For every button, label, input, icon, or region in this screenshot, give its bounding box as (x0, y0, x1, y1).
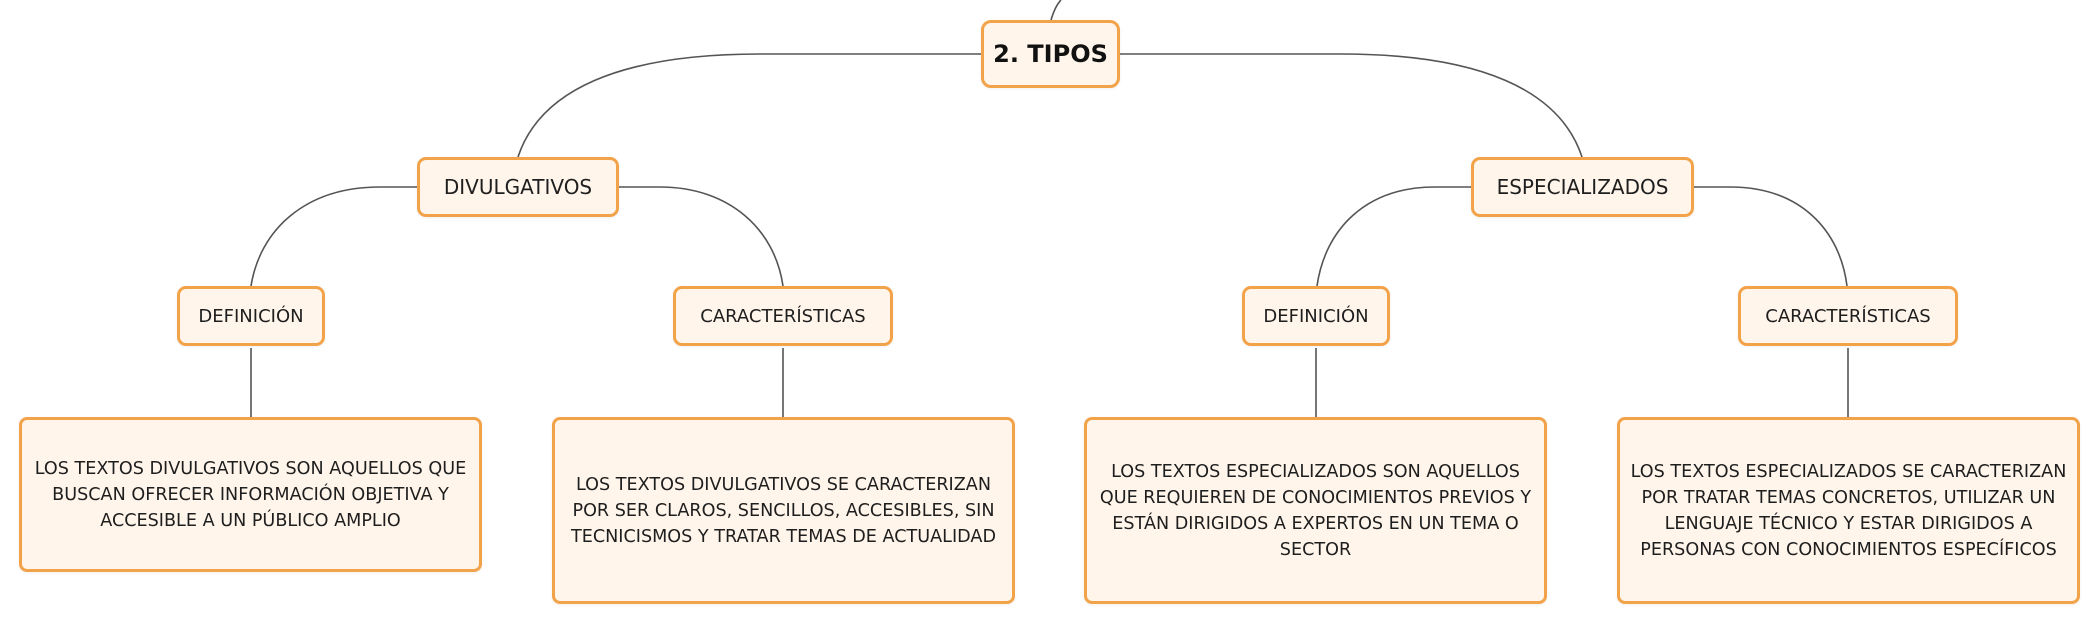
definition-text: LOS TEXTOS ESPECIALIZADOS SON AQUELLOS Q… (1099, 461, 1532, 560)
branch-node-divulgativos[interactable]: DIVULGATIVOS (417, 157, 619, 217)
branch-node-label: DIVULGATIVOS (443, 175, 593, 199)
root-node[interactable]: 2. TIPOS (981, 20, 1120, 88)
branch-node-label: ESPECIALIZADOS (1496, 175, 1669, 199)
especializados-definicion-text-box[interactable]: LOS TEXTOS ESPECIALIZADOS SON AQUELLOS Q… (1084, 417, 1547, 604)
divulgativos-definicion-text-box[interactable]: LOS TEXTOS DIVULGATIVOS SON AQUELLOS QUE… (19, 417, 482, 572)
connector-especializados-to-caracteristicas (1694, 186, 1848, 287)
caracteristicas-label: CARACTERÍSTICAS (700, 305, 866, 327)
divulgativos-caracteristicas-text-box[interactable]: LOS TEXTOS DIVULGATIVOS SE CARACTERIZAN … (552, 417, 1015, 604)
especializados-definicion-node[interactable]: DEFINICIÓN (1242, 286, 1390, 346)
divulgativos-definicion-node[interactable]: DEFINICIÓN (177, 286, 325, 346)
branch-node-especializados[interactable]: ESPECIALIZADOS (1471, 157, 1694, 217)
connector-root-to-divulgativos (517, 53, 981, 158)
caracteristicas-label: CARACTERÍSTICAS (1765, 305, 1931, 327)
definition-text: LOS TEXTOS DIVULGATIVOS SON AQUELLOS QUE… (34, 458, 467, 531)
connector-especializados-to-definicion (1316, 186, 1471, 287)
connector-divulgativos-to-definicion (250, 186, 417, 287)
definicion-label: DEFINICIÓN (1263, 305, 1369, 327)
divulgativos-caracteristicas-node[interactable]: CARACTERÍSTICAS (673, 286, 893, 346)
definicion-label: DEFINICIÓN (198, 305, 304, 327)
especializados-caracteristicas-node[interactable]: CARACTERÍSTICAS (1738, 286, 1958, 346)
connector-divulgativos-to-caracteristicas (619, 186, 784, 287)
connector-root-incoming (1050, 0, 1062, 21)
characteristics-text: LOS TEXTOS DIVULGATIVOS SE CARACTERIZAN … (570, 474, 996, 547)
connector-root-to-especializados (1120, 53, 1583, 158)
root-node-label: 2. TIPOS (993, 40, 1108, 68)
especializados-caracteristicas-text-box[interactable]: LOS TEXTOS ESPECIALIZADOS SE CARACTERIZA… (1617, 417, 2080, 604)
characteristics-text: LOS TEXTOS ESPECIALIZADOS SE CARACTERIZA… (1630, 461, 2067, 560)
